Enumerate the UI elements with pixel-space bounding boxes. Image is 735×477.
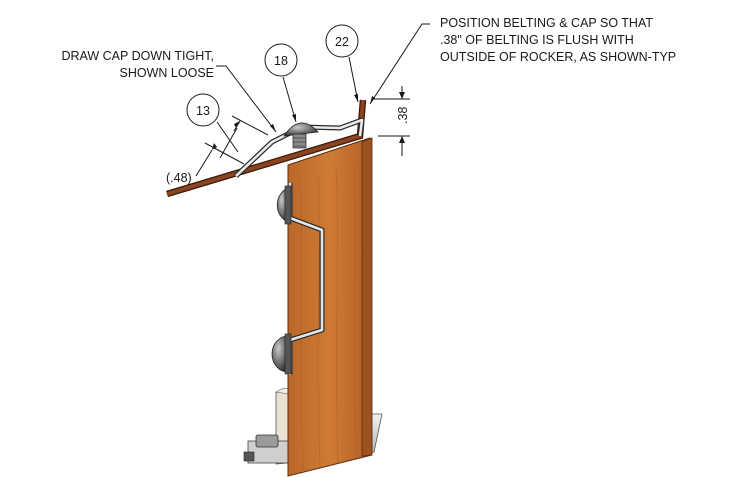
svg-text:.38" OF BELTING IS FLUSH WITH: .38" OF BELTING IS FLUSH WITH [440, 33, 634, 47]
svg-text:13: 13 [196, 104, 210, 118]
metal-cap [234, 117, 365, 178]
rocker-board [287, 137, 373, 477]
bolt-lower [271, 333, 292, 375]
svg-text:POSITION BELTING & CAP SO THAT: POSITION BELTING & CAP SO THAT [440, 16, 653, 30]
note-leaders [216, 23, 430, 133]
svg-text:SHOWN LOOSE: SHOWN LOOSE [120, 66, 214, 80]
svg-text:22: 22 [335, 35, 349, 49]
svg-text:18: 18 [274, 54, 288, 68]
balloon-13: 13 [186, 93, 239, 153]
dimension-label-belting: (.48) [166, 171, 192, 185]
balloon-22: 22 [325, 24, 359, 103]
screw-18 [283, 122, 319, 149]
svg-text:DRAW CAP DOWN TIGHT,: DRAW CAP DOWN TIGHT, [61, 49, 214, 63]
bolt-upper [276, 185, 292, 225]
dimension-label-flush: .38 [396, 107, 410, 124]
note-position-belting: POSITION BELTING & CAP SO THAT .38" OF B… [440, 16, 676, 64]
note-draw-cap: DRAW CAP DOWN TIGHT, SHOWN LOOSE [61, 49, 214, 80]
svg-text:OUTSIDE OF ROCKER, AS SHOWN-TY: OUTSIDE OF ROCKER, AS SHOWN-TYP [440, 50, 676, 64]
dimension-belting-thickness: (.48) [166, 115, 269, 185]
balloon-18: 18 [264, 43, 298, 123]
dimension-flush-height: .38 [372, 86, 410, 156]
